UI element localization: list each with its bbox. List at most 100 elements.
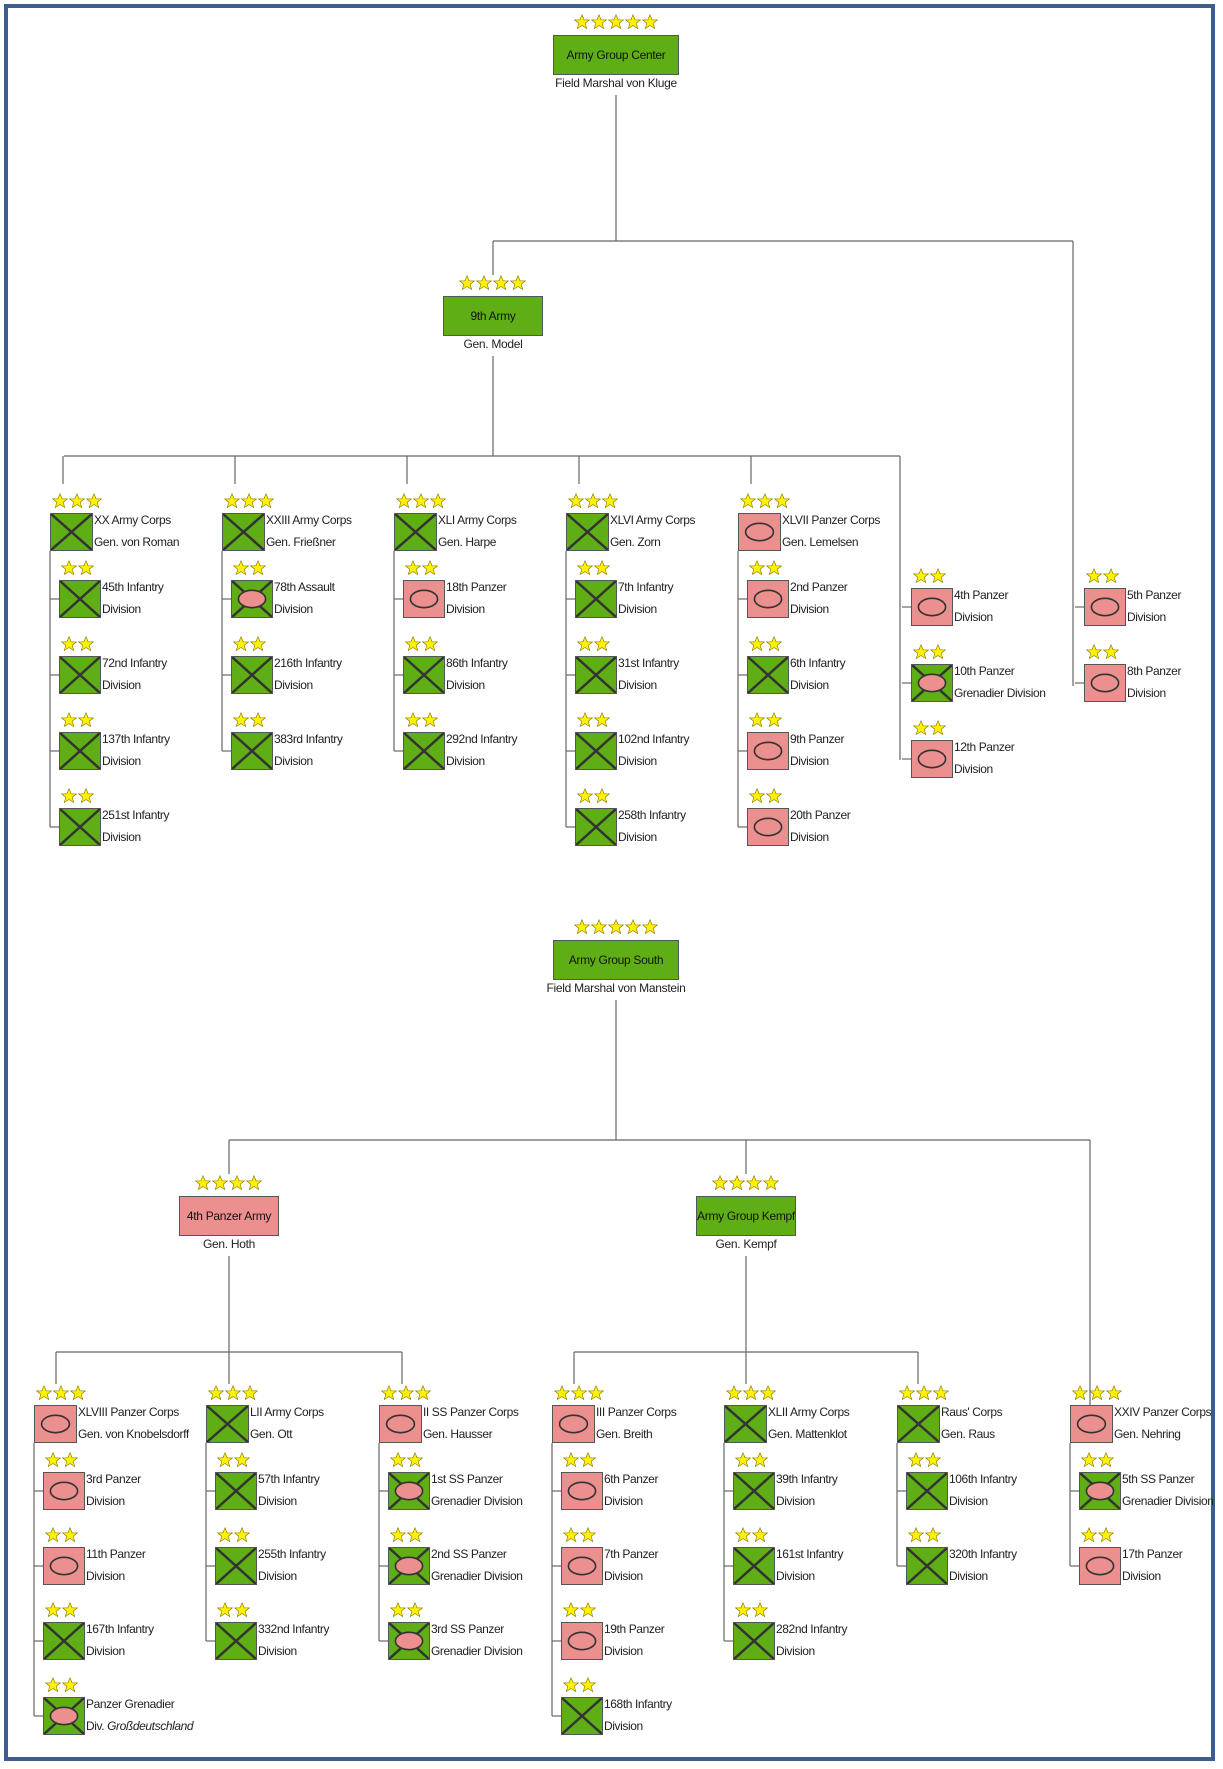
division-unit-label-line2: Division [604,1644,643,1658]
rank-star-icon [217,1602,233,1618]
rank-stars [749,712,783,730]
reserve-division-unit-label-line2: Division [1127,610,1166,624]
rank-star-icon [45,1677,61,1693]
reserve-division-unit-symbol[interactable] [911,740,953,778]
rank-star-icon [459,275,475,291]
fourth-panzer-army-box[interactable]: 4th Panzer Army [179,1196,279,1236]
division-unit-symbol[interactable] [1079,1547,1121,1585]
reserve-division-unit-symbol[interactable] [1084,664,1126,702]
army-group-south-name: Army Group South [568,953,664,967]
division-unit-symbol[interactable] [388,1547,430,1585]
division-unit-symbol[interactable] [59,808,101,846]
panzer-symbol-icon [1080,1548,1120,1584]
division-unit-symbol[interactable] [403,656,445,694]
division-unit-symbol[interactable] [733,1472,775,1510]
rank-star-icon [250,636,266,652]
corps-unit-symbol[interactable] [50,513,93,551]
division-unit-label-line1: 72nd Infantry [102,656,167,670]
division-unit-symbol[interactable] [1079,1472,1121,1510]
division-unit-symbol[interactable] [43,1472,85,1510]
division-unit-symbol[interactable] [747,580,789,618]
rank-stars [735,1602,769,1620]
corps-unit-symbol[interactable] [394,513,437,551]
rank-star-icon [70,1385,86,1401]
division-unit-symbol[interactable] [906,1472,948,1510]
division-unit-symbol[interactable] [215,1472,257,1510]
division-unit-symbol[interactable] [575,656,617,694]
rank-star-icon [913,644,929,660]
division-unit-symbol[interactable] [747,656,789,694]
infantry-symbol-icon [725,1406,766,1442]
rank-stars [36,1385,87,1403]
division-unit-label-line1: 258th Infantry [618,808,686,822]
division-unit-symbol[interactable] [747,732,789,770]
division-unit-symbol[interactable] [43,1622,85,1660]
rank-stars [577,636,611,654]
division-unit-symbol[interactable] [59,580,101,618]
division-unit-symbol[interactable] [215,1622,257,1660]
infantry-symbol-icon [576,809,616,845]
army-group-kempf-box[interactable]: Army Group Kempf [696,1196,796,1236]
division-unit-symbol[interactable] [575,808,617,846]
corps-unit-symbol[interactable] [206,1405,249,1443]
division-unit-symbol[interactable] [231,580,273,618]
division-unit-symbol[interactable] [747,808,789,846]
corps-unit-symbol[interactable] [379,1405,422,1443]
infantry-symbol-icon [576,657,616,693]
corps-unit-label-line2: Gen. Frießner [266,535,336,549]
corps-unit-symbol[interactable] [724,1405,767,1443]
division-unit-symbol[interactable] [561,1472,603,1510]
division-unit-symbol[interactable] [59,732,101,770]
army-group-center-box[interactable]: Army Group Center [553,35,679,75]
rank-star-icon [735,1452,751,1468]
corps-unit-label-line1: XLVI Army Corps [610,513,696,527]
division-unit-symbol[interactable] [561,1547,603,1585]
division-unit-symbol[interactable] [43,1697,85,1735]
division-unit-symbol[interactable] [575,580,617,618]
corps-unit-symbol[interactable] [34,1405,77,1443]
rank-star-icon [225,1385,241,1401]
division-unit-symbol[interactable] [561,1697,603,1735]
corps-unit-symbol[interactable] [1070,1405,1113,1443]
panzer-symbol-icon [1085,589,1125,625]
division-unit-symbol[interactable] [231,732,273,770]
division-unit-symbol[interactable] [575,732,617,770]
reserve-division-unit-symbol[interactable] [1084,588,1126,626]
division-unit-symbol[interactable] [733,1622,775,1660]
rank-star-icon [766,560,782,576]
division-unit-symbol[interactable] [43,1547,85,1585]
army-group-south-box[interactable]: Army Group South [553,940,679,980]
division-unit-label-line1: 6th Infantry [790,656,846,670]
corps-unit-symbol[interactable] [222,513,265,551]
rank-star-icon [563,1452,579,1468]
division-unit-symbol[interactable] [231,656,273,694]
corps-unit-symbol[interactable] [738,513,781,551]
division-unit-symbol[interactable] [59,656,101,694]
division-unit-symbol[interactable] [561,1622,603,1660]
rank-star-icon [61,636,77,652]
division-unit-symbol[interactable] [403,732,445,770]
rank-star-icon [1106,1385,1122,1401]
division-unit-symbol[interactable] [906,1547,948,1585]
division-unit-symbol[interactable] [733,1547,775,1585]
reserve-division-unit-symbol[interactable] [911,588,953,626]
rank-star-icon [234,1527,250,1543]
division-unit-symbol[interactable] [215,1547,257,1585]
division-unit-symbol[interactable] [403,580,445,618]
rank-star-icon [580,1452,596,1468]
corps-unit-symbol[interactable] [897,1405,940,1443]
corps-unit-symbol[interactable] [552,1405,595,1443]
ninth-army-box[interactable]: 9th Army [443,296,543,336]
reserve-division-unit-symbol[interactable] [911,664,953,702]
corps-unit-symbol[interactable] [566,513,609,551]
infantry-symbol-icon [60,581,100,617]
division-unit-symbol[interactable] [388,1622,430,1660]
division-unit-symbol[interactable] [388,1472,430,1510]
